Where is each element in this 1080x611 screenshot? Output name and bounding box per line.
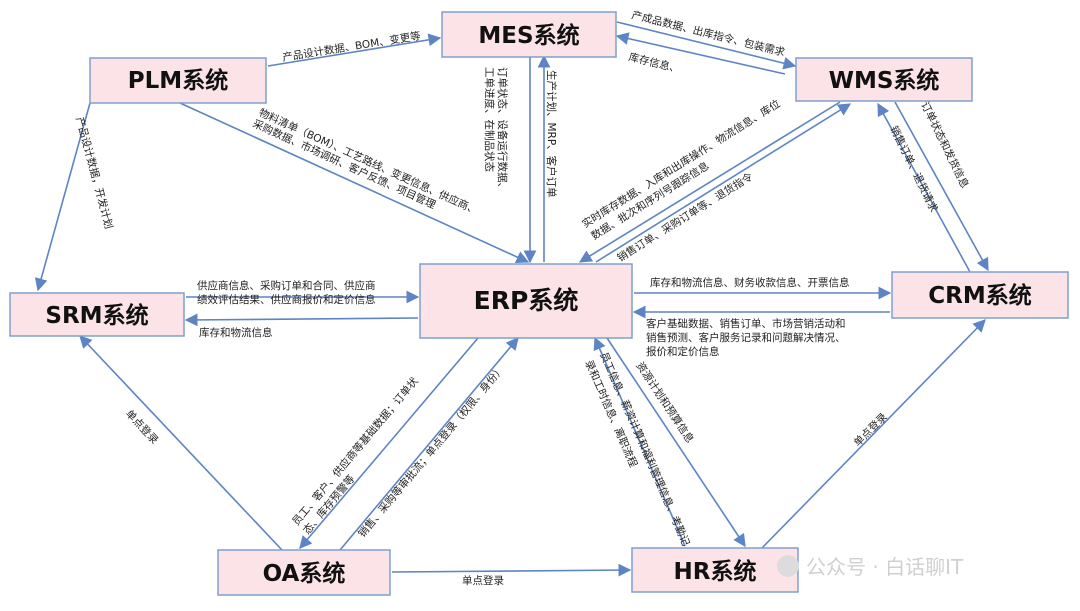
- edge-hr-to-crm: [761, 319, 986, 549]
- node-mes[interactable]: MES系统: [441, 11, 617, 58]
- edge-plm-to-srm: [34, 102, 91, 292]
- label-erp-oa-1: 员工、客户、供应商等基础数据；订单状: [289, 374, 421, 528]
- node-crm[interactable]: CRM系统: [891, 271, 1069, 319]
- label-crm-erp-2: 销售预测、客户服务记录和问题解决情况、: [646, 331, 846, 344]
- label-mes-wms: 产成品数据、出库指令、包装需求: [630, 8, 786, 59]
- edge-erp-to-oa: [299, 337, 479, 549]
- label-oa-hr: 单点登录: [462, 574, 504, 587]
- edge-oa-to-srm: [79, 335, 283, 551]
- edge-oa-to-erp: [339, 337, 519, 551]
- edge-oa-to-hr: [391, 563, 632, 577]
- node-erp-label: ERP系统: [474, 286, 579, 315]
- node-wms[interactable]: WMS系统: [795, 57, 973, 102]
- label-wms-erp-1: 实时库存数据、入库和出库操作、物流信息、库位: [580, 97, 783, 231]
- edge-mes-to-wms: [616, 21, 797, 70]
- label-oa-erp: 销售、采购等审批流；单点登录（权限、身份）: [355, 363, 507, 540]
- watermark-text: 公众号 · 白话聊IT: [806, 555, 964, 579]
- edge-wms-to-crm: [894, 101, 989, 272]
- label-plm-srm: 产品设计数据，开发计划: [73, 115, 115, 230]
- edge-crm-to-wms: [877, 102, 971, 273]
- node-hr[interactable]: HR系统: [631, 547, 799, 593]
- edge-wms-to-erp: [578, 101, 841, 263]
- node-oa[interactable]: OA系统: [217, 549, 391, 596]
- node-crm-label: CRM系统: [928, 282, 1031, 309]
- edge-erp-to-hr: [606, 337, 746, 548]
- label-hr-crm: 单点登录: [851, 410, 890, 449]
- label-plm-erp-2: 采购数据、市场调研、客户反馈、项目管理: [251, 117, 438, 212]
- watermark: 公众号 · 白话聊IT: [777, 555, 964, 579]
- edge-plm-to-mes: [267, 33, 442, 67]
- label-srm-erp-2: 绩效评估结果、供应商报价和定价信息: [197, 293, 376, 306]
- edge-plm-to-erp: [179, 102, 530, 264]
- edge-erp-to-wms: [595, 103, 852, 263]
- label-erp-crm: 库存和物流信息、财务收款信息、开票信息: [650, 276, 850, 289]
- edge-wms-to-mes: [615, 32, 786, 75]
- label-mes-erp-1: 订单状态、设备运行数据、: [496, 67, 509, 193]
- edge-erp-to-srm: [184, 313, 419, 327]
- label-plm-mes: 产品设计数据、BOM、变更等: [281, 29, 422, 64]
- label-plm-erp-1: 物料清单（BOM）、工艺路线、变更信息、供应商、: [257, 106, 480, 217]
- edge-hr-to-erp: [593, 336, 686, 547]
- node-mes-label: MES系统: [478, 22, 579, 49]
- wechat-icon: [777, 555, 799, 577]
- node-srm-label: SRM系统: [45, 302, 148, 329]
- node-plm-label: PLM系统: [128, 67, 228, 94]
- label-crm-erp-1: 客户基础数据、销售订单、市场营销活动和: [646, 317, 846, 330]
- label-erp-mes: 生产计划、MRP、客户订单: [545, 70, 558, 198]
- label-srm-erp-1: 供应商信息、采购订单和合同、供应商: [197, 279, 376, 292]
- label-mes-erp-2: 工单进度、在制品状态: [483, 67, 496, 172]
- label-wms-mes: 库存信息、: [627, 50, 681, 75]
- node-plm[interactable]: PLM系统: [89, 57, 267, 104]
- node-hr-label: HR系统: [674, 558, 757, 585]
- node-srm[interactable]: SRM系统: [9, 292, 185, 337]
- node-oa-label: OA系统: [263, 560, 346, 587]
- node-wms-label: WMS系统: [829, 67, 940, 94]
- node-erp[interactable]: ERP系统: [419, 263, 633, 339]
- label-crm-erp-3: 报价和定价信息: [646, 345, 720, 358]
- label-oa-srm: 单点登录: [123, 407, 161, 446]
- label-erp-srm: 库存和物流信息: [199, 326, 273, 339]
- label-wms-crm: 订单状态和发货信息: [918, 100, 971, 191]
